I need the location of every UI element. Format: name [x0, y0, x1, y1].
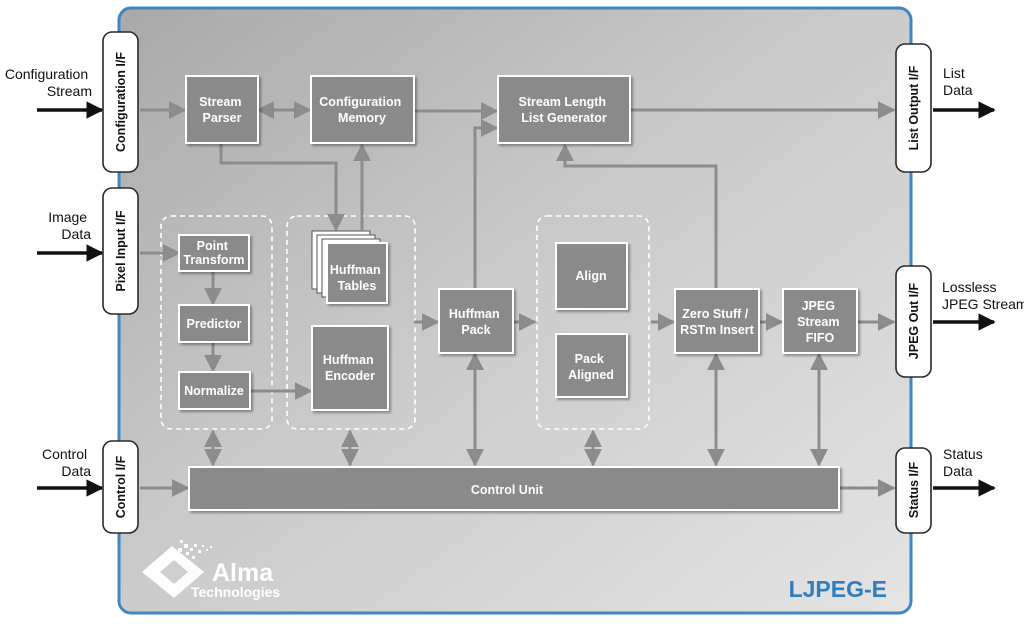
huffman-pack-label: Huffman Pack: [449, 307, 503, 337]
blocks: Stream Parser Configuration Memory Strea…: [178, 75, 858, 511]
control-unit-label: Control Unit: [471, 483, 544, 497]
stream-length-list-generator-label: Stream Length List Generator: [519, 95, 610, 125]
stream-parser-label: Stream Parser: [199, 95, 245, 125]
status-if: [895, 447, 932, 534]
pixel-input-if-label: Pixel Input I/F: [114, 210, 128, 292]
pack-aligned-block: [555, 333, 628, 398]
pack-aligned-label: Pack Aligned: [568, 352, 614, 382]
point-transform-block: [178, 234, 250, 272]
configuration-memory-block: [310, 75, 415, 144]
external-connections: [37, 101, 996, 497]
predictor-block: [178, 304, 250, 343]
config-stream-label: Configuration Stream: [5, 66, 92, 99]
interfaces: Configuration I/F Pixel Input I/F Contro…: [102, 31, 932, 534]
stream-parser-block: [185, 75, 259, 144]
pack-to-list-gen-arrow: [473, 119, 499, 288]
alma-logo-name: Alma: [212, 559, 274, 587]
huffman-encoder-block: [311, 325, 389, 411]
jpeg-stream-fifo-label: JPEG Stream FIFO: [797, 299, 843, 345]
alma-logo-mark: [142, 540, 212, 598]
huffman-encoder-label: Huffman Encoder: [323, 353, 377, 383]
core-title: LJPEG-E: [789, 576, 887, 602]
stream-length-list-generator-block: [497, 75, 631, 144]
normalize-block: [178, 371, 251, 410]
pixel-input-if: [102, 187, 139, 315]
configuration-memory-label: Configuration Memory: [319, 95, 404, 125]
zero-stuff-rstm-insert-label: Zero Stuff / RSTm Insert: [680, 307, 754, 337]
align-block: [555, 242, 628, 310]
image-data-label: Image Data: [48, 209, 91, 242]
jpeg-stream-fifo-block: [782, 288, 858, 354]
huffman-tables-block: [326, 242, 388, 304]
point-transform-label: Point Transform: [183, 239, 244, 267]
predictor-label: Predictor: [187, 317, 242, 331]
status-if-label: Status I/F: [907, 462, 921, 519]
control-if-label: Control I/F: [114, 455, 128, 518]
huffman-pack-block: [438, 288, 514, 354]
huffman-tables-stack: [311, 230, 388, 304]
control-data-label: Control Data: [42, 446, 91, 479]
internal-connections: [140, 101, 896, 497]
lossless-jpeg-stream-label: Lossless JPEG Stream: [942, 279, 1024, 312]
status-data-label: Status Data: [943, 446, 987, 479]
control-unit-block: [188, 466, 840, 511]
align-group: [536, 215, 650, 430]
jpeg-out-if: [895, 265, 932, 378]
jpeg-out-if-label: JPEG Out I/F: [907, 282, 921, 359]
pixel-pipeline-group: [160, 215, 273, 430]
external-labels: Configuration Stream Image Data Control …: [5, 65, 1024, 479]
normalize-label: Normalize: [184, 384, 244, 398]
control-if: [102, 440, 139, 534]
list-data-label: List Data: [943, 65, 973, 98]
configuration-if-label: Configuration I/F: [114, 52, 128, 152]
alma-logo: Alma Technologies: [142, 540, 280, 600]
zero-stuff-to-list-gen-arrow: [556, 143, 718, 288]
align-label: Align: [575, 269, 606, 283]
list-output-if-label: List Output I/F: [907, 65, 921, 150]
huffman-tables-label: Huffman Tables: [330, 263, 384, 293]
zero-stuff-rstm-insert-block: [674, 288, 760, 354]
configuration-if: [102, 31, 139, 173]
list-output-if: [895, 43, 932, 173]
alma-logo-subtitle: Technologies: [191, 584, 280, 600]
parser-to-tables-arrow: [219, 143, 345, 232]
